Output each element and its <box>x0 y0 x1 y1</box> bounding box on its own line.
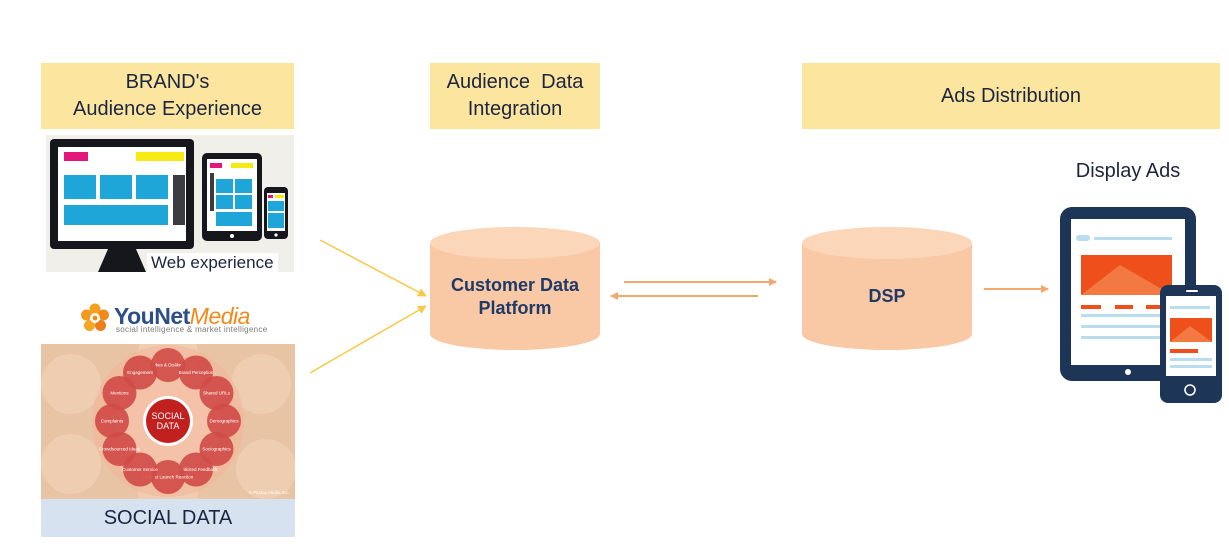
social-to-cdp-arrow <box>309 305 427 374</box>
social-wheel-item-label: Brand Perception <box>179 370 214 375</box>
social-wheel-item-label: Demographics <box>209 419 239 424</box>
brand-header-line-1: BRAND's <box>125 71 210 93</box>
cdp-label-line-2: Platform <box>478 298 552 318</box>
social-wheel-item-label: Crowdsourced Ideas <box>99 447 141 452</box>
customer-data-platform-cylinder <box>430 227 600 350</box>
social-wheel-item-label: Likes & Dislikes <box>152 363 184 368</box>
social-wheel-center-label: DATA <box>157 421 180 431</box>
display-ads-devices-icon <box>1060 207 1222 403</box>
social-wheel-item-label: Shared URLs <box>203 391 231 396</box>
ads-distribution-header: Ads Distribution <box>802 63 1220 129</box>
social-wheel-item-label: Complaints <box>101 419 124 424</box>
social-wheel-center-label: SOCIAL <box>151 411 184 421</box>
logo-media-text: Media <box>189 303 251 329</box>
integration-header-line-2: Integration <box>467 98 563 120</box>
social-wheel-bubble <box>151 348 185 382</box>
customer-data-platform-label: Customer Data Platform <box>430 262 600 332</box>
logo-younet-text: YouNet <box>114 303 190 329</box>
logo-tagline: social intelligence & market intelligenc… <box>116 325 268 334</box>
social-wheel-credit: © Pitstop Media Inc. <box>249 489 289 495</box>
social-wheel-item-label: Product Launch Reaction <box>143 475 194 480</box>
social-wheel-bubble <box>151 460 185 494</box>
display-ads-label: Display Ads <box>1075 160 1181 182</box>
social-wheel-bubble <box>123 355 157 390</box>
dsp-label: DSP <box>868 286 906 307</box>
audience-data-integration-header: Audience Data Integration <box>430 63 600 129</box>
social-wheel-bubble <box>199 376 234 410</box>
web-to-cdp-arrow <box>319 239 427 297</box>
social-wheel-bubble <box>102 432 137 466</box>
social-wheel-item-label: Mentions <box>110 391 129 396</box>
brand-audience-experience-header: BRAND's Audience Experience <box>41 63 294 129</box>
web-experience-devices-illustration <box>46 135 294 272</box>
distribution-header-text: Ads Distribution <box>940 84 1082 107</box>
dsp-cylinder <box>802 227 972 350</box>
social-wheel-bubble <box>179 452 213 487</box>
social-wheel-item-label: Unsolicited Feedback <box>174 467 218 472</box>
social-wheel-item-label: Engagement <box>127 370 153 375</box>
brand-header-line-2: Audience Experience <box>72 98 262 120</box>
social-wheel-item-label: Sociographics <box>202 447 231 452</box>
social-wheel-item-label: Customer Service <box>122 467 158 472</box>
younet-flower-icon <box>81 303 109 331</box>
cdp-label-line-1: Customer Data <box>450 274 580 295</box>
social-wheel-bubble <box>95 404 129 438</box>
integration-header-line-1: Audience Data <box>446 71 584 93</box>
web-experience-label: Web experience <box>147 253 278 273</box>
younet-media-logo: YouNetMedia social intelligence & market… <box>80 303 280 335</box>
social-data-label: SOCIAL DATA <box>41 499 295 537</box>
social-wheel-bubble <box>207 404 241 438</box>
